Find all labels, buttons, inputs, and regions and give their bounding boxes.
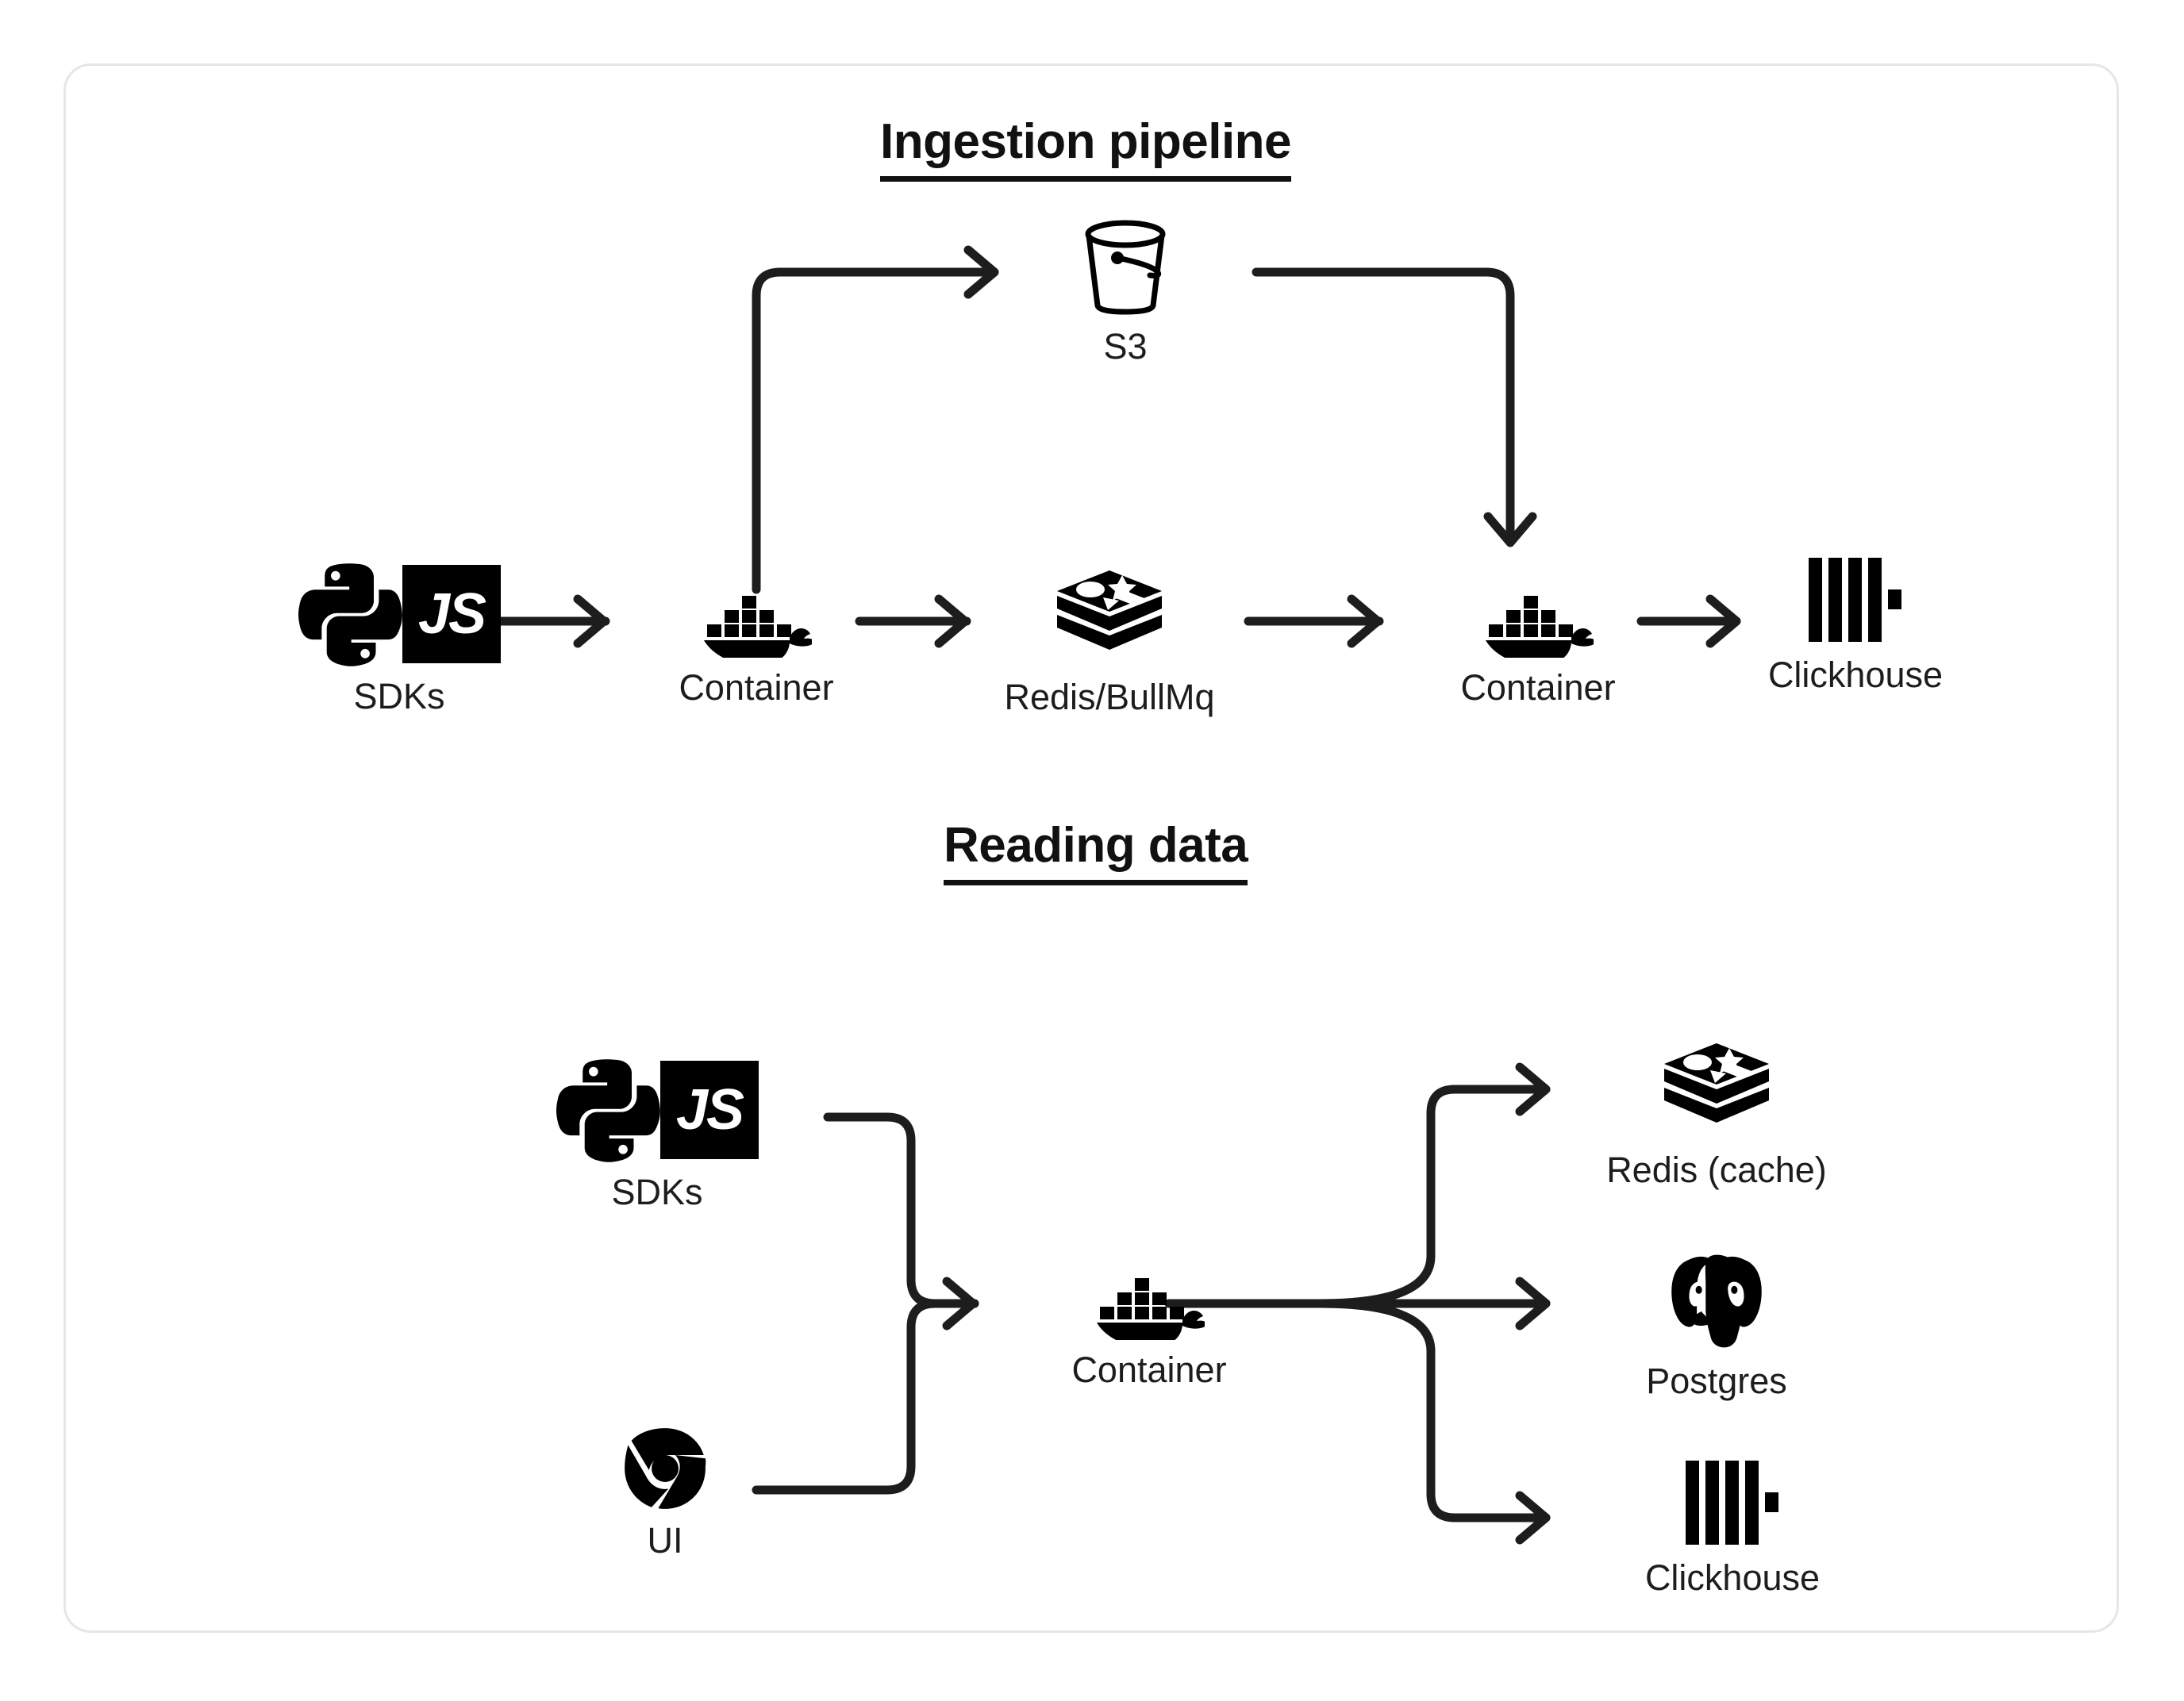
node-ui[interactable]: UI xyxy=(613,1426,717,1559)
connector-s3-to-container2 xyxy=(1252,267,1537,547)
node-clickhouse-ingest[interactable]: Clickhouse xyxy=(1756,558,1955,693)
node-container-reading[interactable]: Container xyxy=(1058,1256,1240,1388)
chrome-browser-icon xyxy=(623,1426,707,1511)
s3-bucket-icon xyxy=(1080,217,1171,317)
docker-whale-icon xyxy=(701,574,812,658)
node-redis-cache[interactable]: Redis (cache) xyxy=(1598,1040,1836,1188)
node-label-container: Container xyxy=(679,667,834,708)
redis-stack-icon xyxy=(1054,567,1165,667)
node-container-ingest-2[interactable]: Container xyxy=(1447,574,1629,706)
javascript-icon: JS xyxy=(660,1061,759,1159)
connector-container3-to-redis-cache xyxy=(1315,1062,1551,1308)
connector-container1-to-s3 xyxy=(752,245,999,594)
connector-redis-to-container2 xyxy=(1244,594,1384,648)
python-js-sdk-icon: JS xyxy=(556,1058,759,1162)
node-label-sdks: SDKs xyxy=(353,676,445,716)
connector-sdks2-to-container3 xyxy=(823,1112,979,1308)
section-title-reading: Reading data xyxy=(944,817,1248,885)
redis-stack-icon xyxy=(1661,1040,1772,1140)
node-label-clickhouse: Clickhouse xyxy=(1644,1557,1821,1598)
node-label-container: Container xyxy=(1071,1350,1227,1390)
docker-whale-icon xyxy=(1094,1256,1205,1340)
js-label: JS xyxy=(675,1078,744,1142)
node-sdks-reading[interactable]: JS SDKs xyxy=(556,1058,759,1212)
node-redis-bullmq[interactable]: Redis/BullMq xyxy=(1004,567,1215,716)
js-label: JS xyxy=(417,582,486,646)
node-label-clickhouse: Clickhouse xyxy=(1767,655,1944,695)
connector-container2-to-clickhouse xyxy=(1636,594,1741,648)
node-clickhouse-reading[interactable]: Clickhouse xyxy=(1613,1461,1851,1596)
docker-whale-icon xyxy=(1482,574,1594,658)
postgres-elephant-icon xyxy=(1665,1248,1768,1351)
node-label-ui: UI xyxy=(647,1520,683,1561)
connector-container1-to-redis xyxy=(855,594,971,648)
connector-sdks-to-container1 xyxy=(494,594,610,648)
clickhouse-bars-icon xyxy=(1681,1461,1784,1548)
node-sdks-ingestion[interactable]: JS SDKs xyxy=(298,562,501,716)
diagram-card: .ln { fill:none; stroke:#1d1d1d; stroke-… xyxy=(63,63,2119,1633)
python-js-sdk-icon: JS xyxy=(298,562,501,666)
connector-ui-to-container3 xyxy=(752,1277,979,1495)
node-container-ingest-1[interactable]: Container xyxy=(665,574,848,706)
clickhouse-bars-icon xyxy=(1804,558,1907,645)
node-label-redis-cache: Redis (cache) xyxy=(1606,1150,1827,1190)
section-title-ingestion: Ingestion pipeline xyxy=(880,113,1292,182)
node-s3[interactable]: S3 xyxy=(1070,217,1181,365)
connector-container3-to-postgres xyxy=(1315,1277,1551,1330)
node-label-container: Container xyxy=(1460,667,1616,708)
node-label-postgres: Postgres xyxy=(1646,1361,1787,1401)
python-icon xyxy=(556,1059,660,1162)
javascript-icon: JS xyxy=(402,565,501,663)
node-label-s3: S3 xyxy=(1103,326,1148,367)
python-icon xyxy=(298,563,402,666)
node-label-redis-bullmq: Redis/BullMq xyxy=(1004,677,1215,717)
node-label-sdks: SDKs xyxy=(611,1172,703,1212)
node-postgres[interactable]: Postgres xyxy=(1625,1248,1808,1400)
connector-container3-to-clickhouse2 xyxy=(1315,1299,1551,1545)
